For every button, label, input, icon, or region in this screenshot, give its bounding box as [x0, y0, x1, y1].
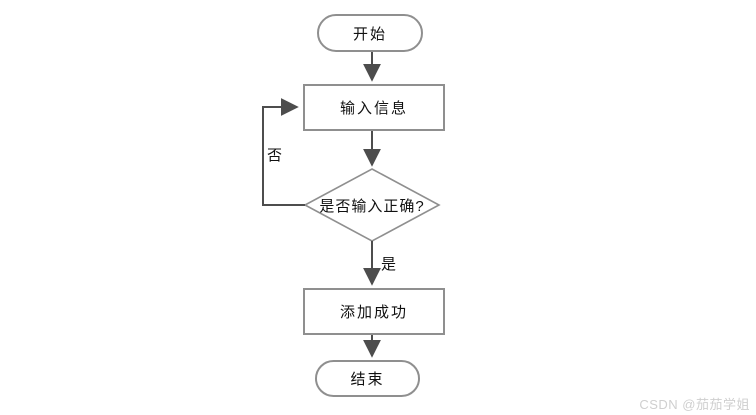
node-input-info-label: 输入信息	[339, 100, 408, 117]
node-decision-label: 是否输入正确?	[319, 197, 425, 215]
node-input-info: 输入信息	[303, 84, 445, 131]
edge-decision-to-input-loop	[262, 98, 305, 206]
branch-label-yes: 是	[381, 253, 397, 274]
node-start-label: 开始	[352, 25, 387, 43]
node-add-success: 添加成功	[303, 288, 445, 335]
node-end: 结束	[315, 360, 420, 397]
branch-label-no: 否	[267, 144, 283, 165]
node-end-label: 结束	[350, 371, 385, 388]
csdn-watermark: CSDN @茄茄学姐	[639, 397, 750, 412]
node-add-success-label: 添加成功	[339, 304, 408, 321]
node-start: 开始	[317, 14, 423, 52]
node-decision: 是否输入正确?	[300, 169, 444, 241]
